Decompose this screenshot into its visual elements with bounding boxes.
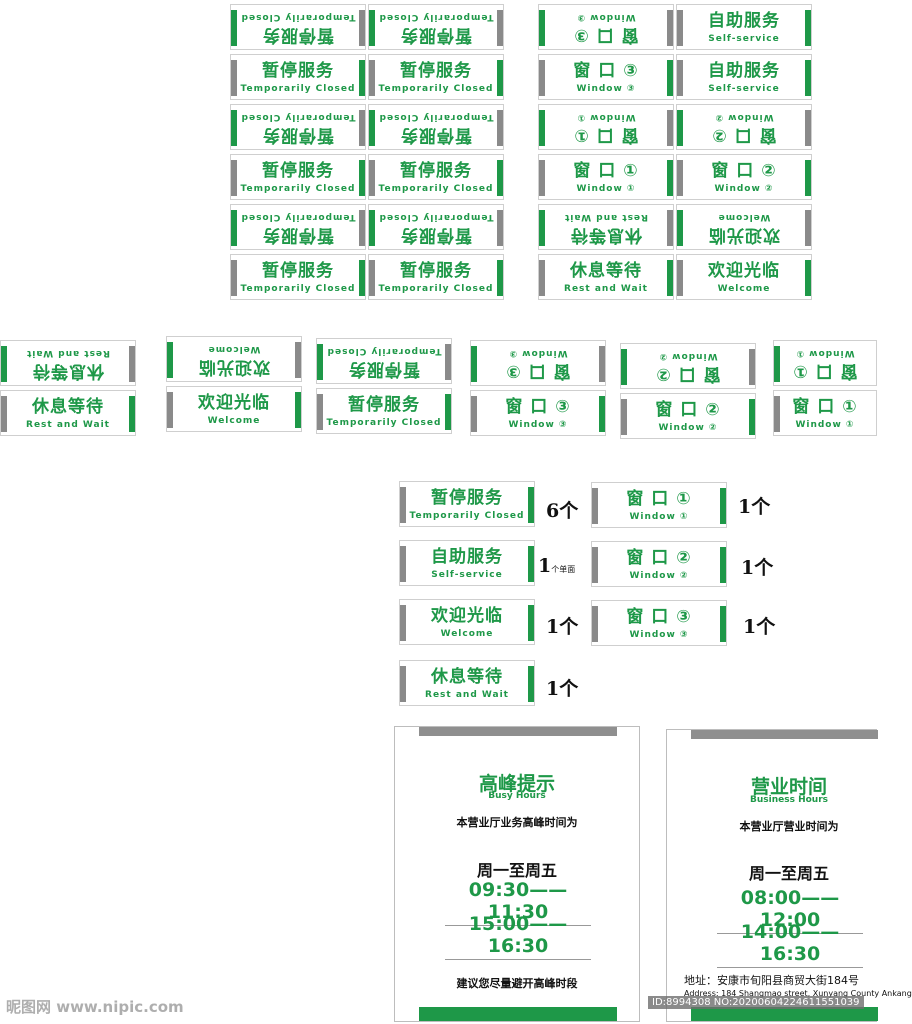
- quantity-welcome: 1个: [546, 616, 579, 638]
- hours-intro: 本营业厅营业时间为: [739, 820, 839, 833]
- board-bottom-bar: [419, 1007, 617, 1021]
- board-bottom-bar: [691, 1007, 878, 1021]
- hours-days: 周一至周五: [748, 864, 829, 883]
- quantity-self-service: 1个单面: [538, 555, 576, 577]
- quantity-window1: 1个: [738, 496, 771, 518]
- busy-hours-board: 高峰提示 Busy Hours 本营业厅业务高峰时间为 周一至周五 09:30—…: [394, 726, 640, 1022]
- busy-time-morning: 09:30——11:30: [445, 879, 591, 926]
- watermark-id: ID:8994308 NO:20200604224611551039: [648, 996, 864, 1009]
- hours-address-cn: 地址：安康市旬阳县商贸大街184号: [684, 974, 859, 987]
- busy-title: 高峰提示: [478, 773, 555, 795]
- busy-intro: 本营业厅业务高峰时间为: [456, 816, 578, 829]
- hours-time-morning: 08:00——12:00: [717, 887, 863, 934]
- business-hours-board: 营业时间 Business Hours 本营业厅营业时间为 周一至周五 08:0…: [666, 729, 912, 1022]
- quantity-closed: 6个: [546, 500, 579, 522]
- busy-subtitle: Busy Hours: [488, 791, 546, 801]
- watermark-site: 昵图网 www.nipic.com: [6, 998, 184, 1016]
- busy-note: 建议您尽量避开高峰时段: [456, 977, 578, 990]
- quantity-window3: 1个: [743, 616, 776, 638]
- hours-time-afternoon: 14:00——16:30: [717, 921, 863, 968]
- busy-time-afternoon: 15:00——16:30: [445, 913, 591, 960]
- board-top-bar: [691, 730, 878, 739]
- quantity-rest: 1个: [546, 678, 579, 700]
- quantity-window2: 1个: [741, 557, 774, 579]
- busy-days: 周一至周五: [476, 861, 557, 880]
- board-top-bar: [419, 727, 617, 736]
- hours-subtitle: Business Hours: [750, 795, 828, 805]
- hours-address-en: Address: 184 Shangmao street, Xunyang Co…: [684, 989, 912, 998]
- hours-title: 营业时间: [750, 776, 827, 798]
